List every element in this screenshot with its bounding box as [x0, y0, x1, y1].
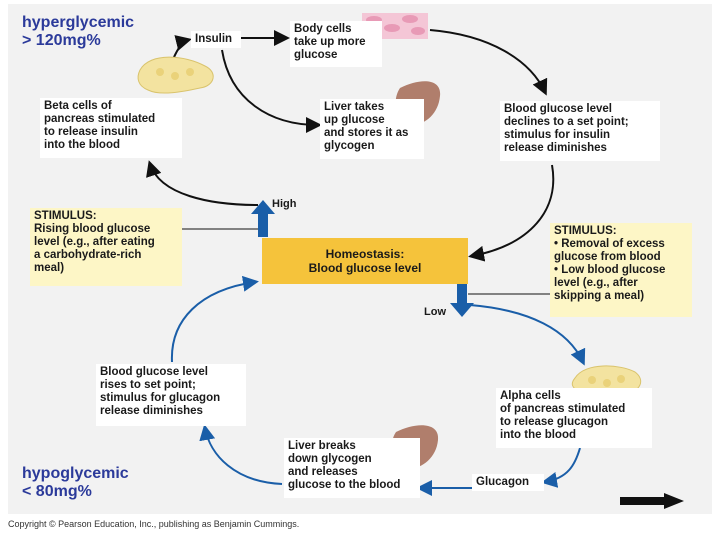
beta-cells-box: Beta cells of pancreas stimulated to rel… [40, 98, 182, 158]
decline-box: Blood glucose level declines to a set po… [500, 101, 660, 161]
arrow-low-to-alpha [469, 304, 586, 366]
homeostasis-subtitle: Blood glucose level [308, 261, 422, 275]
arrow-liver-to-rises [199, 424, 283, 485]
arrow-alpha-to-glucagon [541, 447, 581, 488]
body-cells-box: Body cells take up more glucose [290, 21, 382, 67]
high-label: High [272, 198, 297, 210]
glucagon-label: Glucagon [472, 474, 544, 491]
high-arrow [251, 200, 275, 237]
arrow-insulin-to-liver [221, 49, 322, 133]
alpha-cells-box: Alpha cells of pancreas stimulated to re… [496, 388, 652, 448]
low-label: Low [424, 306, 446, 318]
insulin-label: Insulin [191, 31, 241, 48]
stimulus-rising-box: STIMULUS: Rising blood glucose level (e.… [30, 208, 182, 286]
hypoglycemic-label: hypoglycemic < 80mg% [22, 465, 129, 500]
rises-box: Blood glucose level rises to set point; … [96, 364, 246, 426]
arrow-high-to-beta [146, 160, 259, 206]
stimulus-low-box: STIMULUS: • Removal of excess glucose fr… [550, 223, 692, 317]
liver-breaks-box: Liver breaks down glycogen and releases … [284, 438, 420, 498]
hyperglycemic-label: hyperglycemic > 120mg% [22, 14, 135, 49]
copyright-text: Copyright © Pearson Education, Inc., pub… [8, 519, 300, 529]
arrow-bodycells-to-decline [429, 29, 548, 96]
pancreas-illustration [137, 56, 214, 94]
low-arrow [450, 284, 474, 317]
arrow-decline-to-homeostasis [468, 164, 555, 262]
homeostasis-title: Homeostasis: [325, 247, 405, 261]
arrow-rises-to-homeostasis [170, 275, 259, 363]
homeostasis-box: Homeostasis: Blood glucose level [262, 238, 468, 284]
liver-takes-box: Liver takes up glucose and stores it as … [320, 99, 424, 159]
next-arrow-icon[interactable] [620, 493, 684, 509]
